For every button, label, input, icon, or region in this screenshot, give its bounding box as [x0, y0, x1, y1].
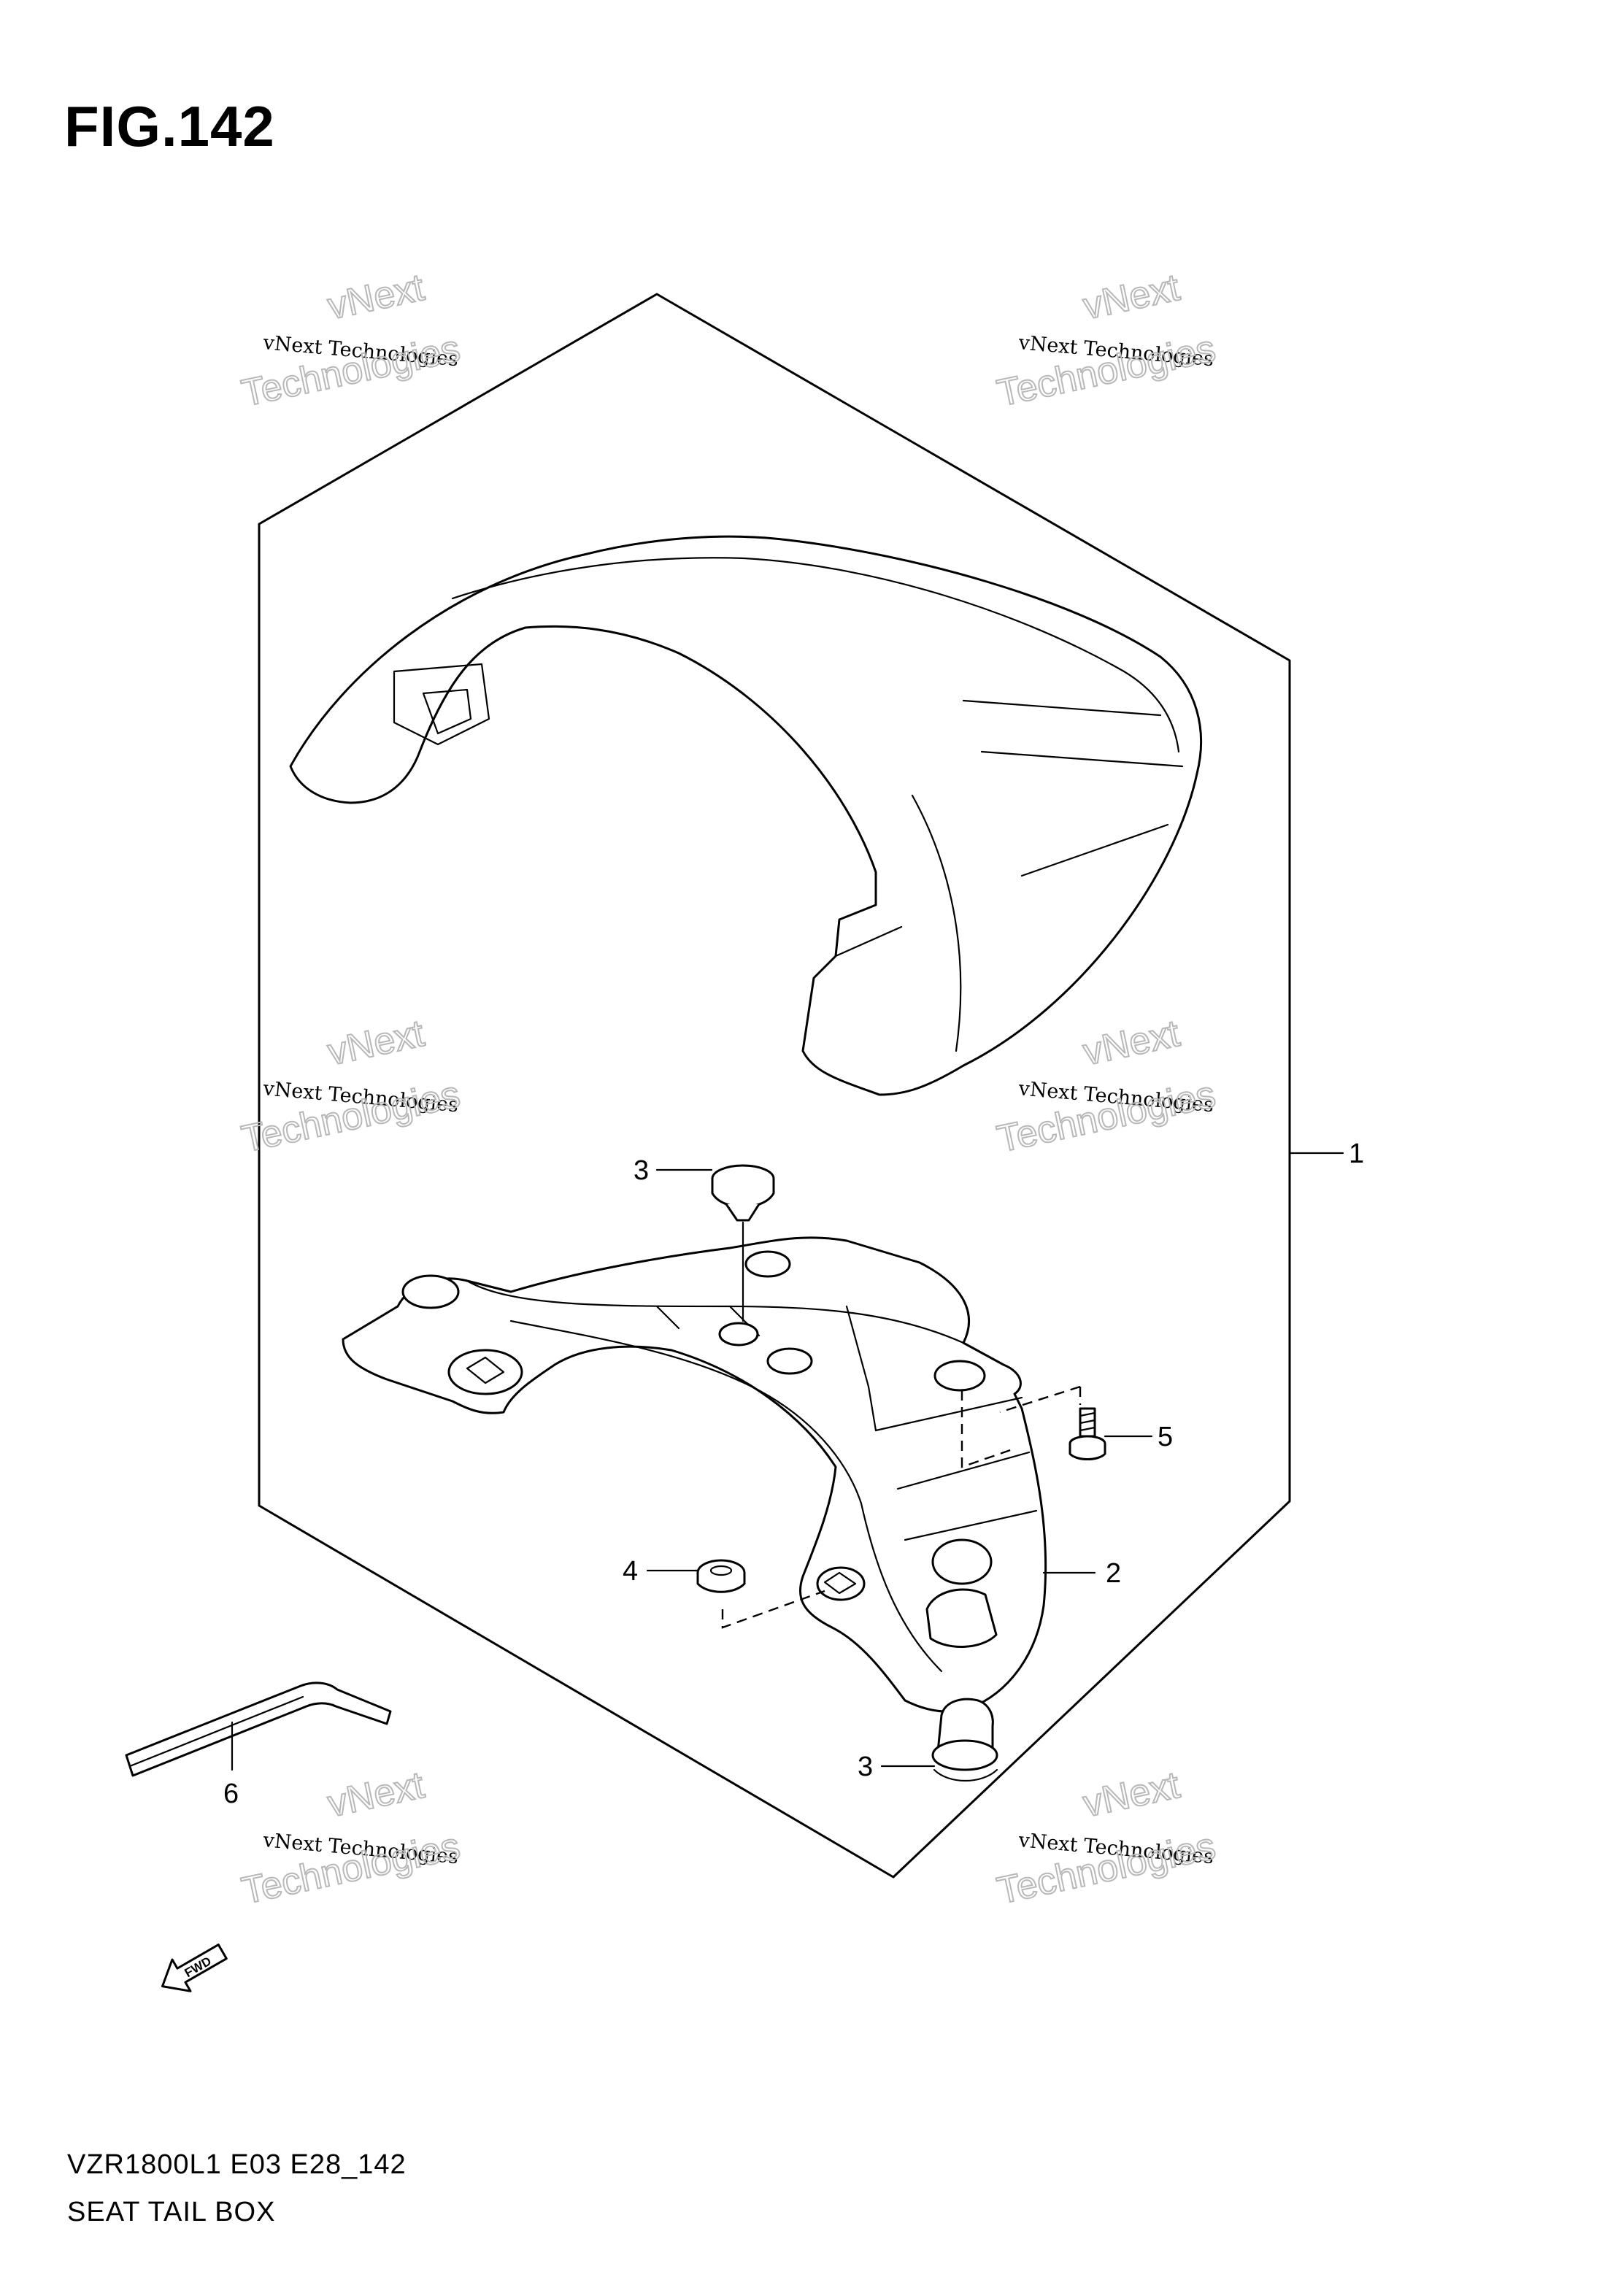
callout-6: 6	[223, 1779, 239, 1809]
model-code: VZR1800L1 E03 E28_142	[67, 2149, 407, 2180]
watermark-big-top: vNext	[324, 1012, 428, 1074]
watermark: vNext vNext Technologies Technologies	[993, 266, 1220, 416]
callout-4: 4	[623, 1556, 638, 1587]
washer	[696, 1559, 746, 1593]
callout-1: 1	[1349, 1139, 1364, 1169]
watermark-big-top: vNext	[1079, 266, 1184, 328]
watermark-group: vNext vNext Technologies Technologies vN…	[237, 266, 1220, 1914]
bolt	[1069, 1407, 1106, 1460]
fwd-arrow-icon: FWD	[161, 1943, 228, 1992]
watermark: vNext vNext Technologies Technologies	[237, 1012, 464, 1162]
grommet-upper	[711, 1164, 775, 1222]
watermark-big-top: vNext	[324, 1764, 428, 1825]
watermark: vNext vNext Technologies Technologies	[237, 1763, 464, 1914]
tail-box-cover	[289, 535, 1202, 1096]
mounting-bracket	[342, 1236, 1047, 1713]
callout-3-upper: 3	[634, 1155, 649, 1186]
dash-bolt	[960, 1385, 1082, 1468]
grommet-lower	[931, 1698, 998, 1781]
watermark: vNext vNext Technologies Technologies	[993, 1763, 1220, 1914]
callout-2: 2	[1106, 1558, 1121, 1589]
watermark: vNext vNext Technologies Technologies	[993, 1012, 1220, 1162]
hex-key	[125, 1681, 392, 1777]
watermark: vNext vNext Technologies Technologies	[237, 266, 464, 416]
assembly-name: SEAT TAIL BOX	[67, 2197, 276, 2227]
assembly-boundary	[258, 293, 1291, 1879]
figure-title: FIG.142	[64, 94, 275, 158]
callout-3-lower: 3	[858, 1752, 873, 1782]
watermark-big-top: vNext	[324, 266, 428, 328]
dash-washer	[721, 1590, 825, 1629]
callout-5: 5	[1158, 1422, 1173, 1452]
watermark-big-top: vNext	[1079, 1012, 1184, 1074]
watermark-big-top: vNext	[1079, 1764, 1184, 1825]
